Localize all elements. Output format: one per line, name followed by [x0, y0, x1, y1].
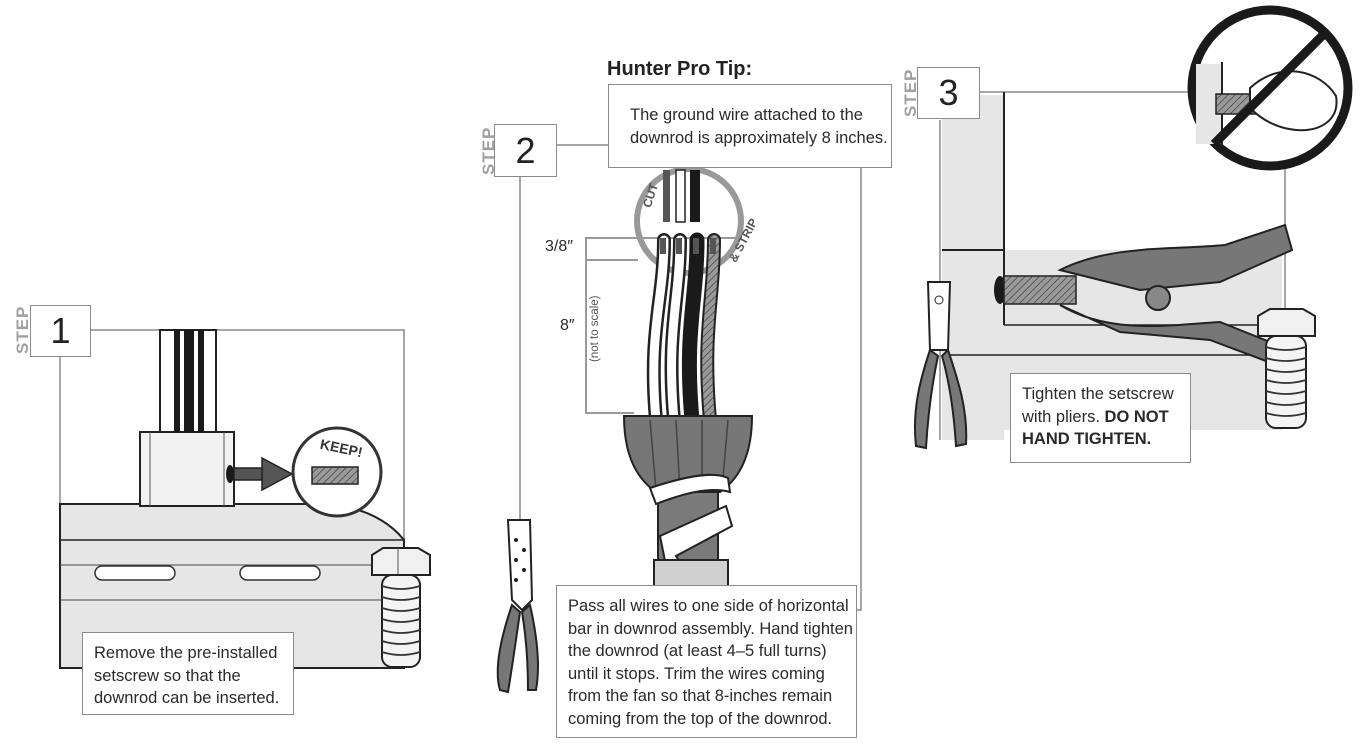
step2-number: 2: [494, 124, 557, 177]
step3-caption-text: with pliers.: [1022, 407, 1100, 426]
step2-caption: Pass all wires to one side of horizontal…: [556, 585, 857, 738]
step3-illustration: [913, 5, 1353, 450]
strip-measurement: 3/8″: [545, 238, 573, 255]
step3-caption-line: HAND TIGHTEN.: [1022, 428, 1190, 451]
pro-tip-line: downrod is approximately 8 inches.: [630, 128, 888, 147]
step1-caption-line: downrod can be inserted.: [94, 689, 280, 708]
pro-tip-title: Hunter Pro Tip:: [607, 58, 753, 80]
step3-caption-line: with pliers. DO NOT: [1022, 406, 1190, 429]
step1-number: 1: [30, 305, 91, 357]
arrow-icon: [233, 456, 294, 492]
bolt-icon: [1257, 308, 1316, 429]
step1-caption: Remove the pre-installed setscrew so tha…: [82, 632, 294, 715]
bolt-icon: [371, 547, 431, 668]
setscrew-icon: [311, 466, 359, 485]
step2-caption-line: coming from the top of the downrod.: [568, 709, 833, 728]
step2-caption-line: bar in downrod assembly. Hand tighten: [568, 619, 853, 638]
step3-caption-line: Tighten the setscrew: [1022, 385, 1174, 403]
step2-caption-line: the downrod (at least 4–5 full turns): [568, 642, 827, 661]
length-measurement: 8″: [560, 317, 575, 334]
step3-warning: HAND TIGHTEN.: [1022, 430, 1152, 449]
step2-caption-line: from the fan so that 8-inches remain: [568, 687, 833, 706]
pro-tip-line: The ground wire attached to the: [630, 106, 863, 124]
step3-number: 3: [917, 67, 980, 119]
prohibition-icon: [1187, 5, 1353, 171]
step1-caption-line: Remove the pre-installed: [94, 644, 278, 662]
pliers-icon: [496, 519, 539, 694]
step1-illustration: [59, 329, 431, 669]
step2-illustration: [496, 144, 862, 694]
step3-caption: Tighten the setscrew with pliers. DO NOT…: [1010, 373, 1191, 463]
step3-warning: DO NOT: [1104, 407, 1169, 426]
pliers-icon: [913, 281, 968, 450]
step2-caption-line: Pass all wires to one side of horizontal: [568, 597, 849, 615]
scale-note: (not to scale): [589, 295, 601, 362]
step1-caption-line: setscrew so that the: [94, 666, 241, 685]
step2-caption-line: until it stops. Trim the wires coming: [568, 664, 825, 683]
pro-tip-box: The ground wire attached to the downrod …: [608, 84, 892, 168]
